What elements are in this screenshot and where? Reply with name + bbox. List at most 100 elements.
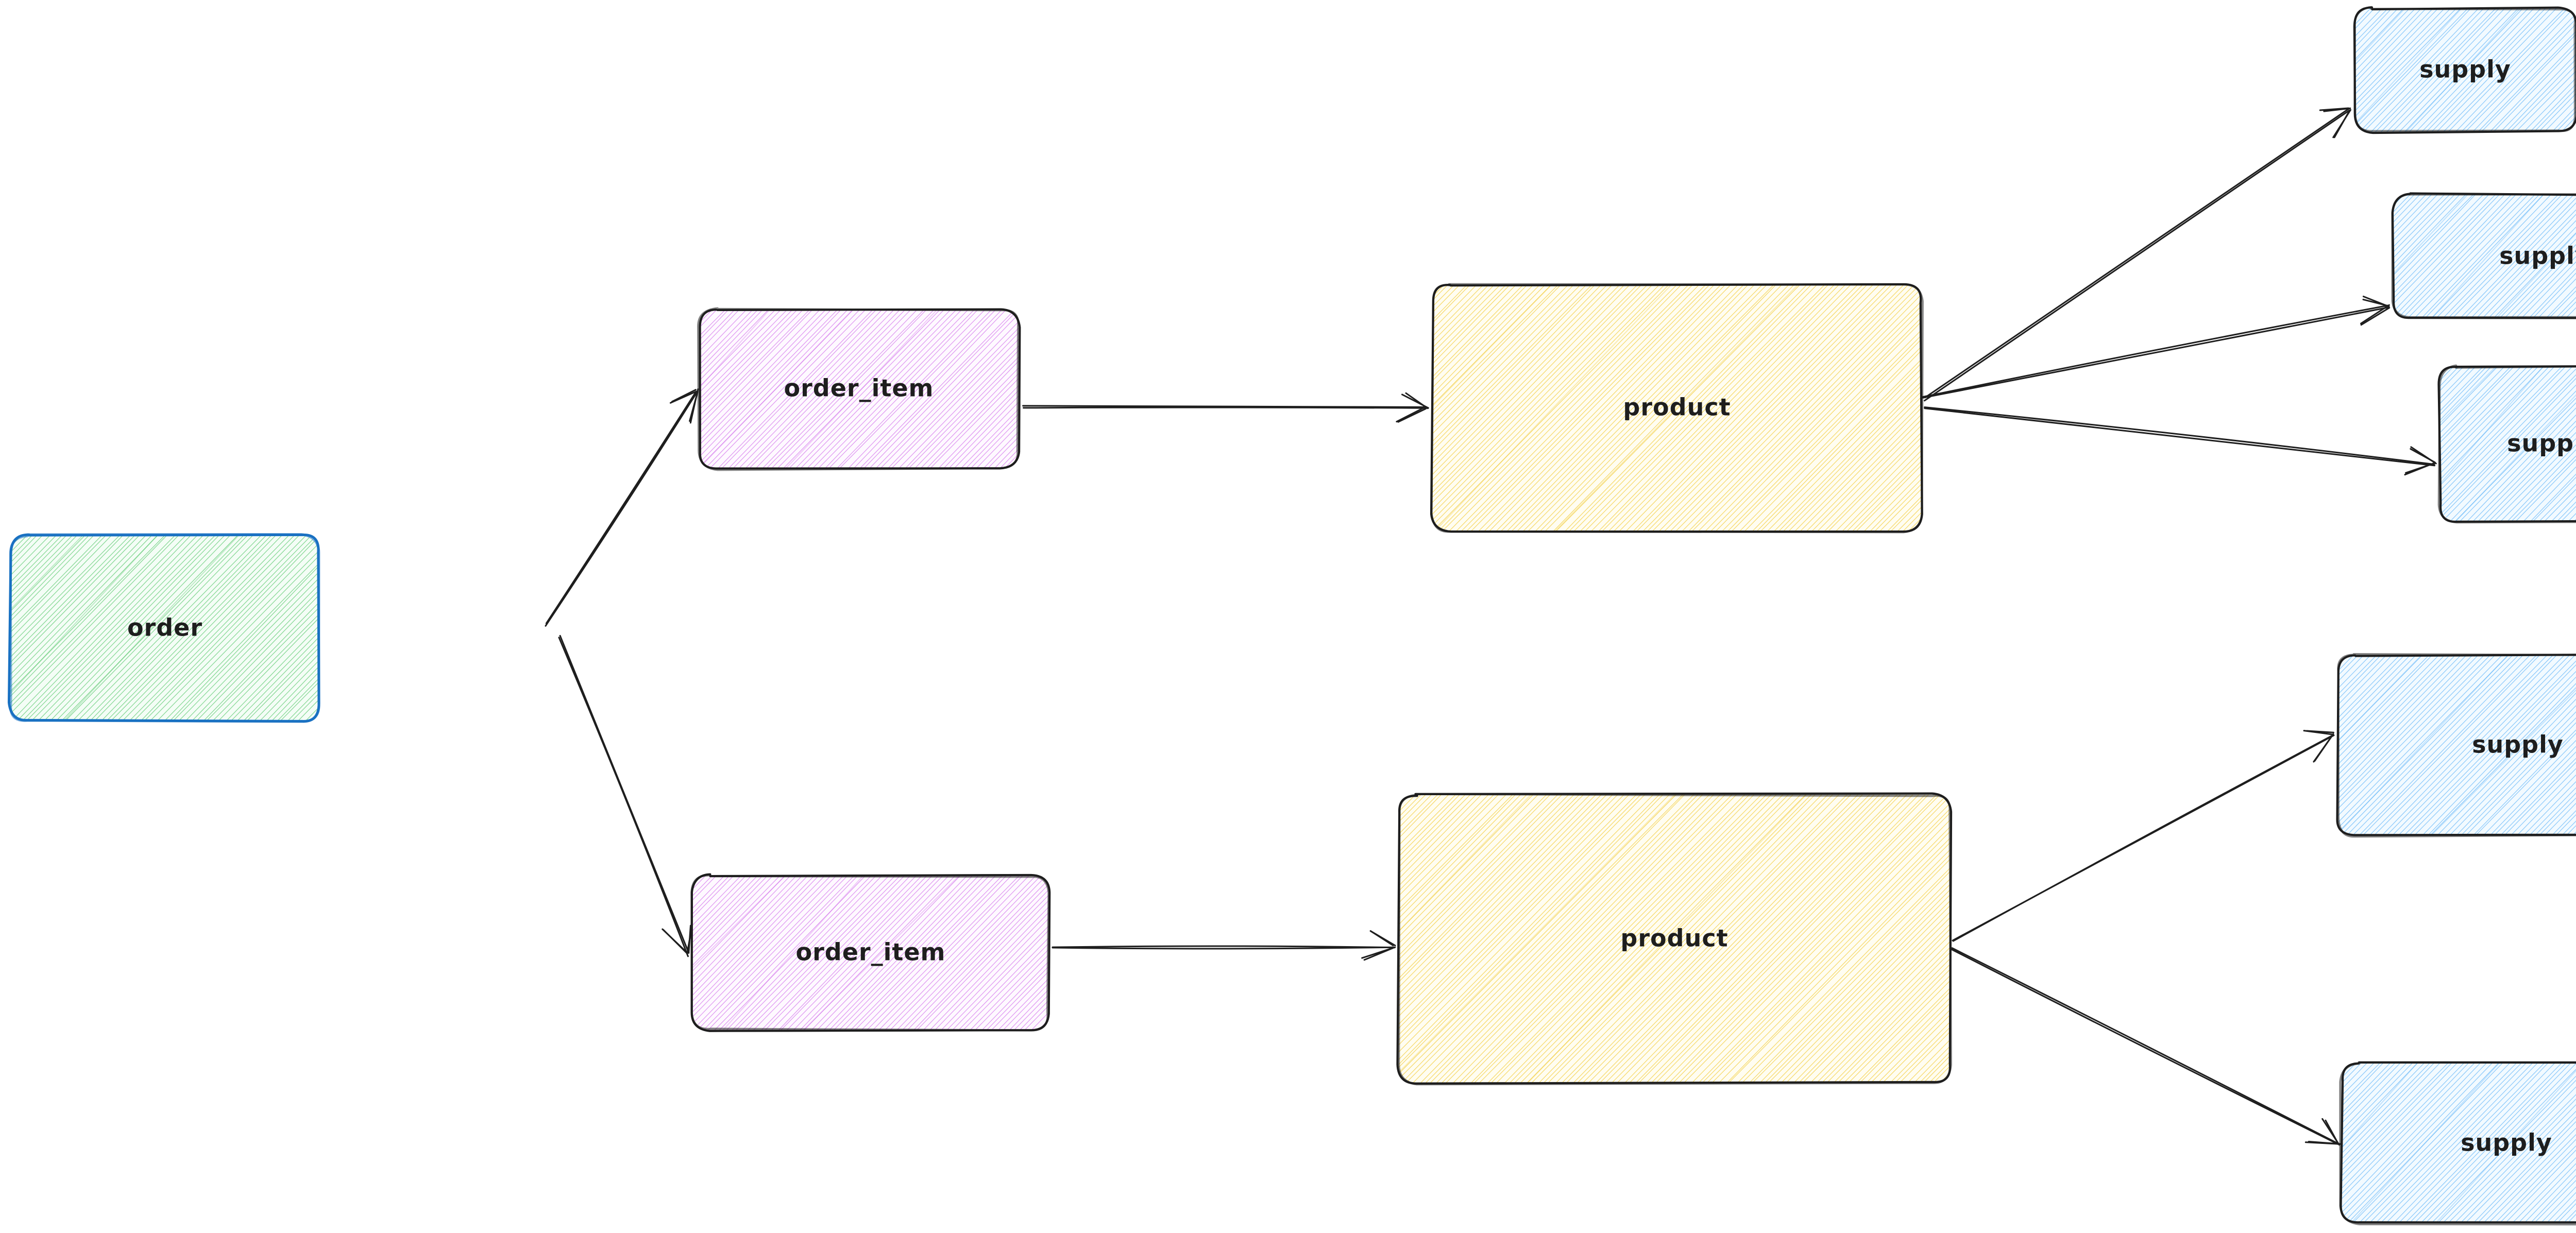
hachure-line — [1846, 795, 1950, 1083]
node-order[interactable]: order — [0, 533, 499, 724]
edge-e2[interactable] — [558, 635, 693, 957]
hachure-line — [1399, 795, 1509, 1083]
hachure-line — [1809, 284, 1922, 532]
node-supply_5[interactable]: supply — [2023, 1060, 2576, 1226]
hachure-line — [2152, 192, 2275, 320]
hachure-line — [481, 306, 641, 472]
hachure-line — [2391, 1064, 2551, 1223]
node-product_1[interactable]: product — [937, 281, 2165, 535]
hachure-line — [995, 876, 1048, 1030]
hachure-line — [1735, 795, 1950, 1083]
hachure-line — [1432, 284, 1577, 532]
hachure-line — [2453, 8, 2576, 132]
hachure-line — [1432, 284, 1527, 532]
arrowhead-barb — [2410, 448, 2436, 463]
hachure-line — [1540, 795, 1830, 1083]
hachure-line — [2354, 8, 2413, 132]
node-supply_3[interactable]: supply — [2130, 364, 2576, 524]
hachure-line — [2474, 655, 2576, 835]
hachure-line — [2354, 8, 2378, 132]
hachure-line — [389, 875, 545, 1032]
hachure-line — [20, 536, 205, 721]
hachure-line — [2130, 652, 2310, 838]
hachure-line — [1761, 795, 1950, 1083]
node-order_item_1[interactable]: order_item — [379, 306, 1175, 472]
hachure-line — [1650, 284, 1899, 532]
node-supply_2[interactable]: supply — [2147, 192, 2576, 321]
hachure-line — [35, 536, 222, 721]
hachure-line — [2266, 365, 2421, 523]
hachure-accent-line — [1524, 795, 1810, 1083]
hachure-line — [2337, 655, 2431, 835]
edge-e4[interactable] — [1052, 930, 1396, 961]
hachure-line — [2342, 1064, 2488, 1223]
hachure-line — [2350, 655, 2532, 835]
hachure-line — [2170, 1061, 2329, 1224]
hachure-line — [195, 536, 319, 721]
hachure-line — [1498, 284, 1748, 532]
hachure-line — [693, 876, 733, 1030]
node-order_item_2[interactable]: order_item — [385, 872, 1200, 1033]
hachure-line — [2214, 7, 2338, 134]
hachure-line — [699, 309, 739, 469]
hachure-line — [474, 872, 630, 1033]
hachure-line — [699, 309, 834, 469]
node-product_2[interactable]: product — [822, 792, 2239, 1086]
hachure-line — [2342, 1064, 2453, 1223]
arrowhead-barb — [669, 391, 697, 404]
arrowhead-barb — [2360, 307, 2391, 326]
hachure-line — [2451, 195, 2576, 318]
hachure-line — [1065, 793, 1355, 1086]
hachure-line — [2337, 655, 2510, 835]
edge-e8[interactable] — [1952, 730, 2335, 942]
hachure-line — [1767, 795, 1950, 1083]
hachure-accent-line — [2342, 1064, 2420, 1223]
edge-e7[interactable] — [1924, 406, 2437, 476]
hachure-line — [2354, 8, 2356, 132]
hachure-accent-line — [2428, 195, 2547, 318]
hachure-line — [973, 876, 1048, 1030]
hachure-line — [1639, 284, 1889, 532]
hachure-line — [10, 536, 126, 721]
hachure-line — [10, 536, 109, 721]
hachure-line — [201, 536, 319, 721]
hachure-line — [263, 536, 319, 721]
hachure-line — [2436, 1064, 2576, 1223]
hachure-line — [2187, 5, 2310, 134]
hachure-line — [2439, 367, 2575, 521]
hachure-line — [1399, 795, 1648, 1083]
hachure-line — [1410, 795, 1701, 1083]
hachure-line — [2439, 367, 2495, 521]
hachure-line — [1759, 284, 1922, 532]
hachure-line — [2537, 8, 2576, 132]
hachure-line — [1400, 795, 1688, 1083]
edge-e1[interactable] — [545, 388, 699, 627]
arrowhead-barb — [2319, 107, 2349, 111]
hachure-accent-line — [10, 536, 86, 721]
hachure-line — [876, 876, 1032, 1030]
hachure-line — [2100, 1062, 2261, 1225]
edge-e6[interactable] — [1922, 296, 2391, 399]
hachure-line — [1059, 793, 1348, 1086]
node-supply_1[interactable]: supply — [2108, 5, 2576, 135]
hachure-line — [2171, 7, 2292, 134]
hachure-line — [2354, 8, 2447, 132]
node-supply_4[interactable]: supply — [1977, 652, 2576, 838]
edge-e5[interactable] — [1923, 107, 2351, 402]
edge-line — [1924, 406, 2436, 467]
hachure-line — [1492, 284, 1742, 532]
edge-e9[interactable] — [1951, 947, 2342, 1146]
hachure-line — [2034, 1062, 2194, 1225]
hachure-accent-line — [1551, 284, 1802, 532]
hachure-line — [493, 874, 645, 1033]
hachure-line — [1087, 794, 1378, 1085]
hachure-line — [2192, 7, 2316, 133]
edge-e3[interactable] — [1022, 392, 1429, 423]
hachure-line — [510, 307, 669, 471]
hachure-line — [693, 876, 776, 1030]
hachure-line — [1399, 795, 1684, 1083]
hachure-line — [2357, 1064, 2517, 1223]
hachure-line — [476, 306, 635, 470]
edge-arrowhead — [2319, 107, 2351, 139]
